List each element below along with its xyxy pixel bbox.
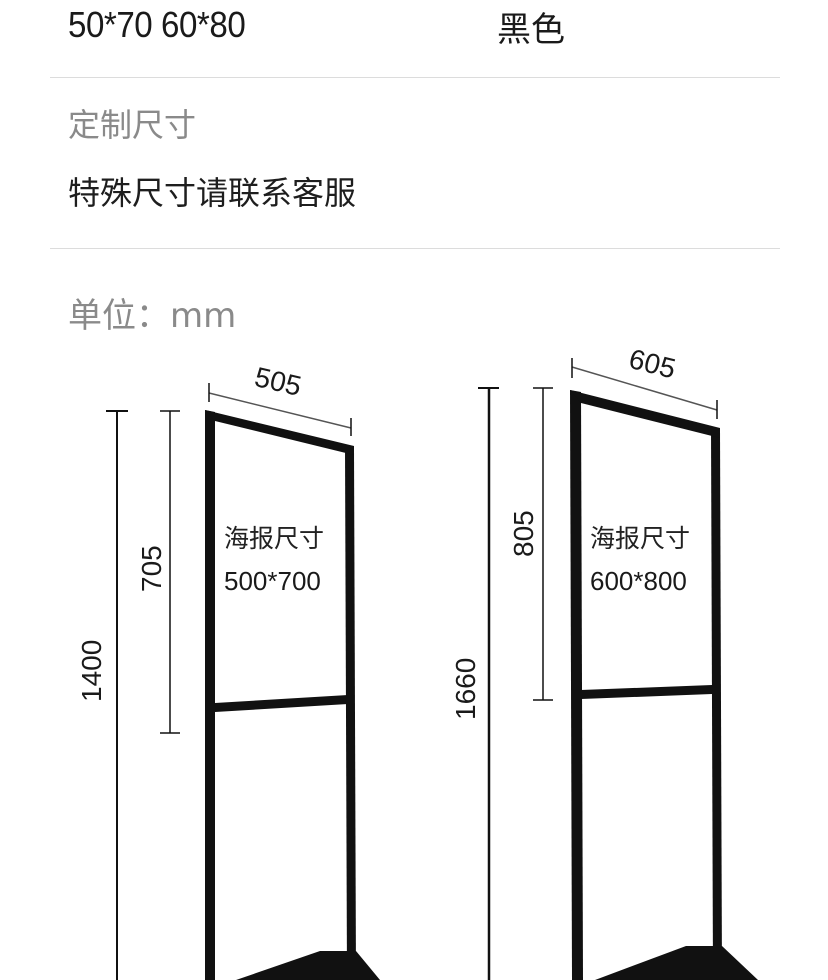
frame-height-label: 705 [136,545,167,592]
frame-height-label: 805 [508,510,539,557]
width-dimension-line [571,358,718,419]
frame-height-dimension-line [533,387,553,701]
size-options-value: 50*70 60*80 [68,4,246,45]
frame-height-dimension-line [160,410,180,734]
total-height-label: 1400 [76,640,107,702]
divider [50,77,780,78]
width-label: 605 [626,343,679,384]
total-height-dimension-line [106,410,128,980]
poster-size-value: 500*700 [224,566,321,596]
stand-left [106,383,380,980]
poster-size-value: 600*800 [590,566,687,596]
unit-label: 单位：mm [68,296,237,336]
width-dimension-line [208,383,352,436]
total-height-label: 1660 [450,658,481,720]
color-value: 黑色 [497,10,565,50]
custom-size-label: 定制尺寸 [68,106,197,144]
stand-frame [205,410,380,980]
total-height-dimension-line [478,387,499,980]
stand-frame [570,390,758,980]
stand-right [478,358,758,980]
poster-size-label: 海报尺寸 [590,524,690,553]
width-label: 505 [252,361,304,402]
custom-size-value: 特殊尺寸请联系客服 [68,174,357,212]
divider [50,248,780,249]
poster-size-label: 海报尺寸 [224,524,324,553]
